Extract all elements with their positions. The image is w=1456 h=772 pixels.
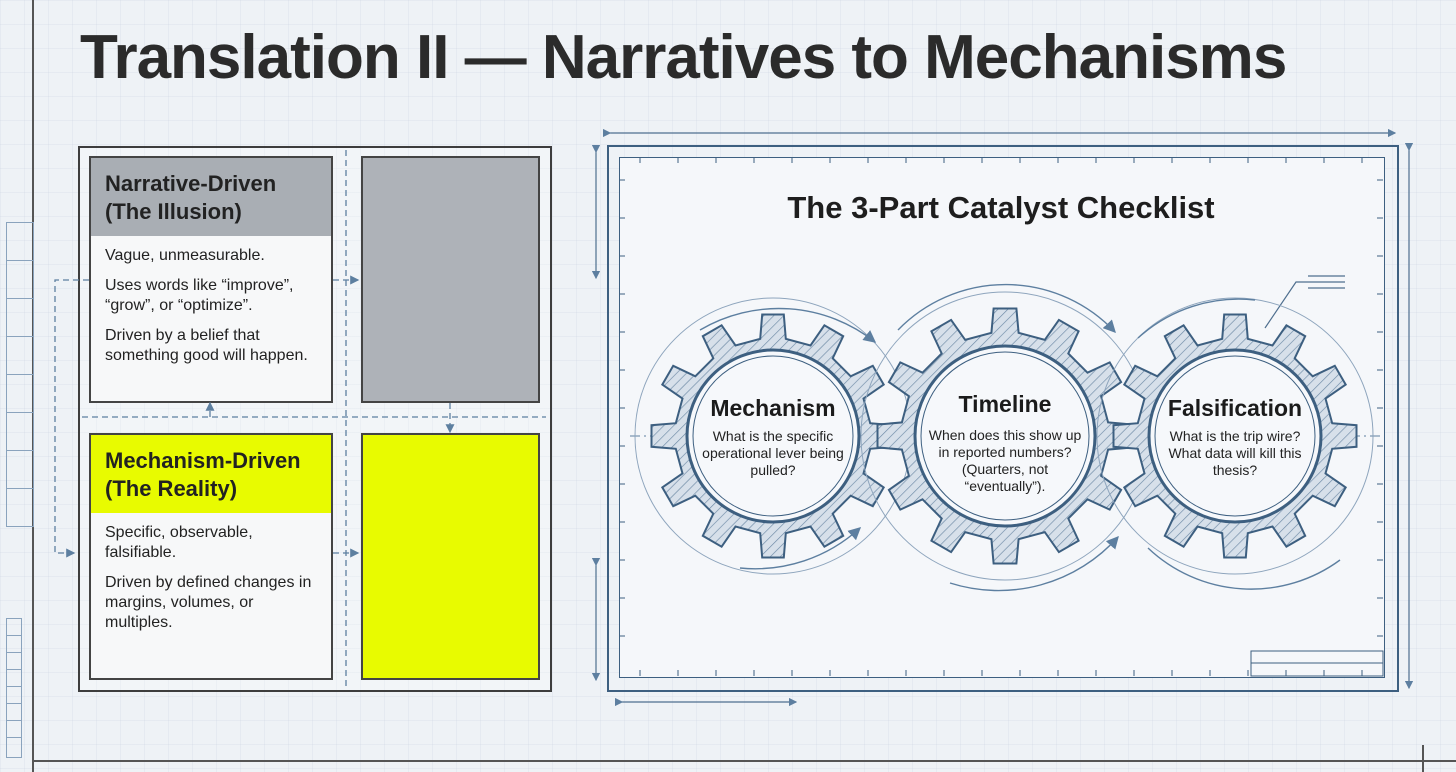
dimension-lines xyxy=(591,128,1414,707)
mechanism-point: Driven by defined changes in margins, vo… xyxy=(105,574,312,631)
leader-line xyxy=(1264,275,1345,329)
gear-mechanism-hub xyxy=(685,348,861,524)
title-block xyxy=(1250,650,1384,677)
left-dashed-guides xyxy=(54,150,546,686)
narrative-heading-line2: (The Illusion) xyxy=(105,199,242,224)
gear-timeline-hub-inner xyxy=(920,351,1090,521)
gear-timeline-hub xyxy=(913,344,1097,528)
checklist-title: The 3-Part Catalyst Checklist xyxy=(787,190,1215,225)
gear-mechanism-hub-inner xyxy=(692,355,854,517)
mechanism-point: Specific, observable, falsifiable. xyxy=(105,524,253,561)
mechanism-body: Specific, observable, falsifiable. Drive… xyxy=(91,513,331,653)
page-title: Translation II — Narratives to Mechanism… xyxy=(80,23,1287,92)
narrative-heading-line1: Narrative-Driven xyxy=(105,171,277,196)
gear-falsification-outline-ring xyxy=(1096,297,1374,575)
gear-text-timeline: When does this show up in reported numbe… xyxy=(928,427,1082,494)
narrative-point: Driven by a belief that something good w… xyxy=(105,327,308,364)
frame-right-line xyxy=(1422,745,1424,772)
gear-falsification-hub xyxy=(1147,348,1323,524)
frame-ticks xyxy=(619,157,1383,676)
gear-title-falsification: Falsification xyxy=(1167,395,1303,421)
narrative-point: Vague, unmeasurable. xyxy=(105,247,265,264)
mechanism-heading-line2: (The Reality) xyxy=(105,476,238,501)
ruler-ticks-upper xyxy=(6,222,34,527)
gear-text-falsification: What is the trip wire? What data will ki… xyxy=(1168,428,1302,478)
gear-title-timeline: Timeline xyxy=(958,391,1052,417)
narrative-point: Uses words like “improve”, “grow”, or “o… xyxy=(105,277,294,314)
narrative-body: Vague, unmeasurable. Uses words like “im… xyxy=(91,236,331,386)
checklist-frame-outer xyxy=(607,145,1399,692)
narrative-heading: Narrative-Driven (The Illusion) xyxy=(91,158,331,236)
narrative-gray-block xyxy=(361,156,540,403)
frame-bottom-line xyxy=(32,760,1456,762)
narrative-card: Narrative-Driven (The Illusion) Vague, u… xyxy=(89,156,333,403)
gear-text-mechanism: What is the specific operational lever b… xyxy=(702,428,844,478)
mechanism-heading: Mechanism-Driven (The Reality) xyxy=(91,435,331,513)
mechanism-yellow-block xyxy=(361,433,540,680)
rotation-arrows xyxy=(699,283,1341,592)
gear-title-mechanism: Mechanism xyxy=(710,395,836,421)
gear-falsification-hub-inner xyxy=(1154,355,1316,517)
gear-group xyxy=(634,291,1374,581)
ruler-ticks-lower xyxy=(6,618,22,758)
mechanism-heading-line1: Mechanism-Driven xyxy=(105,448,301,473)
mechanism-card: Mechanism-Driven (The Reality) Specific,… xyxy=(89,433,333,680)
